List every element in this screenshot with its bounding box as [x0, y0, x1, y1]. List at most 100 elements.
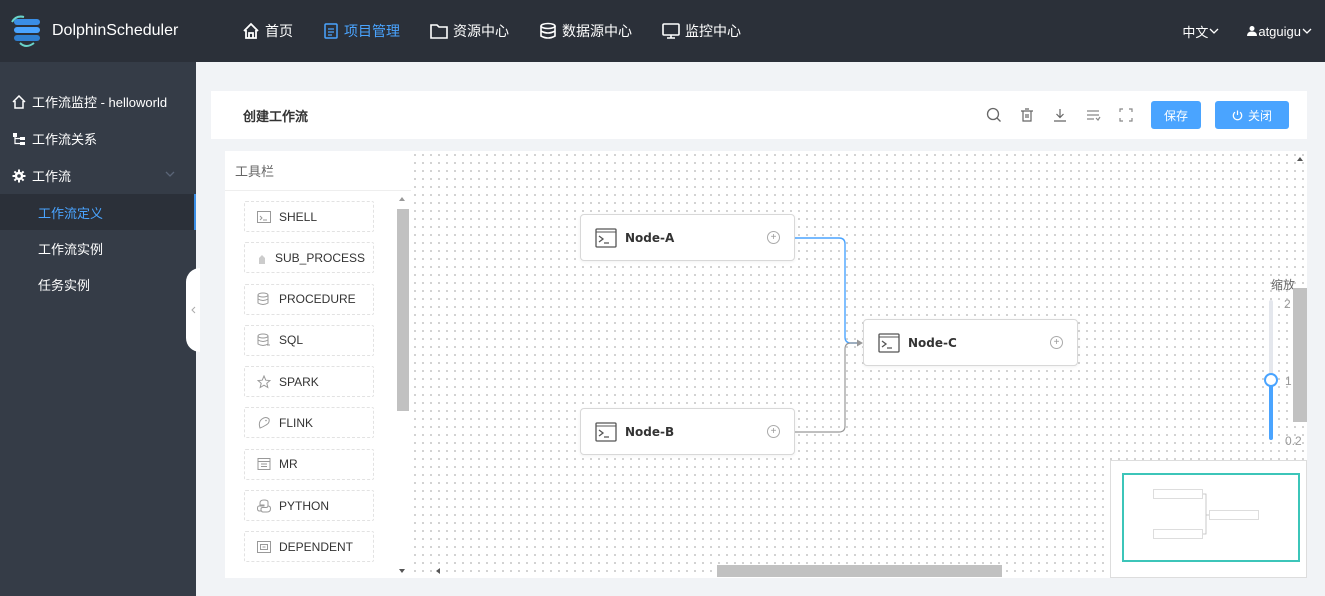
task-type-shell[interactable]: SHELL: [244, 201, 374, 232]
edge-node-a-to-node-c[interactable]: [795, 237, 857, 344]
minimap-node: [1209, 510, 1259, 520]
task-type-sql[interactable]: SQL: [244, 324, 374, 356]
task-type-dependent[interactable]: DEPENDENT: [244, 531, 374, 563]
chevron-down-icon: [1302, 28, 1312, 34]
page-title: 创建工作流: [243, 108, 309, 124]
minimap-node: [1153, 489, 1203, 499]
app-name: DolphinScheduler: [52, 22, 179, 39]
workflow-editor-header: 创建工作流 保存 关闭: [211, 91, 1307, 139]
nav-monitor-center[interactable]: 监控中心: [662, 21, 741, 41]
scroll-up-arrow[interactable]: [399, 197, 405, 201]
sidebar-item-workflow-monitor[interactable]: 工作流监控 - helloworld: [0, 83, 196, 120]
minimap-viewport[interactable]: [1122, 473, 1300, 562]
scrollbar-thumb[interactable]: [1293, 288, 1307, 422]
sidebar: 工作流监控 - helloworld 工作流关系 工作流 工作流定义 工作流实例…: [0, 62, 196, 596]
document-icon: [324, 23, 338, 39]
toolbar-scrollbar[interactable]: [396, 193, 409, 578]
spark-icon: [257, 374, 271, 389]
scrollbar-thumb[interactable]: [717, 565, 1002, 577]
fullscreen-icon: [1119, 108, 1133, 122]
folder-icon: [430, 24, 448, 39]
minimap-edges: [1203, 493, 1209, 535]
zoom-slider-track[interactable]: [1269, 300, 1273, 440]
terminal-icon: [878, 332, 900, 353]
sidebar-item-task-instance[interactable]: 任务实例: [38, 277, 91, 293]
dag-node-b[interactable]: Node-B +: [580, 408, 795, 455]
edge-node-b-to-node-c[interactable]: [795, 342, 857, 433]
terminal-icon: [257, 210, 271, 223]
task-type-sub-process[interactable]: SUB_PROCESS: [244, 242, 374, 274]
chevron-left-icon: [191, 306, 196, 314]
app-logo[interactable]: DolphinScheduler: [0, 0, 196, 62]
sidebar-item-workflow[interactable]: 工作流: [0, 157, 196, 194]
zoom-current-label: 1: [1285, 374, 1292, 388]
dag-minimap[interactable]: [1110, 460, 1307, 578]
power-icon: [1232, 110, 1243, 120]
save-button[interactable]: 保存: [1151, 101, 1201, 129]
task-type-flink[interactable]: FLINK: [244, 407, 374, 439]
chevron-down-icon: [1209, 28, 1219, 34]
sidebar-collapse-toggle[interactable]: [186, 268, 200, 352]
nav-project-management[interactable]: 项目管理: [323, 21, 400, 41]
nav-resource-center[interactable]: 资源中心: [430, 21, 509, 41]
scrollbar-thumb[interactable]: [397, 209, 409, 411]
canvas-horizontal-scrollbar[interactable]: [430, 563, 1100, 577]
zoom-slider-fill: [1269, 380, 1273, 440]
dag-node-c[interactable]: Node-C +: [863, 319, 1078, 366]
sidebar-item-workflow-relation[interactable]: 工作流关系: [0, 120, 196, 157]
dependent-icon: [257, 540, 271, 553]
task-type-mr[interactable]: MR: [244, 448, 374, 480]
format-layout-button[interactable]: [1085, 107, 1101, 123]
sql-icon: [257, 333, 270, 347]
search-icon: [986, 107, 1001, 122]
add-downstream-icon[interactable]: +: [767, 425, 780, 438]
delete-button[interactable]: [1019, 107, 1035, 123]
sidebar-item-workflow-definition[interactable]: 工作流定义: [0, 194, 196, 230]
mapreduce-icon: [257, 458, 271, 471]
edge-arrowhead: [857, 339, 863, 347]
task-type-python[interactable]: PYTHON: [244, 490, 374, 522]
home-icon: [243, 22, 259, 39]
scroll-down-arrow[interactable]: [399, 569, 405, 573]
task-type-list: SHELL SUB_PROCESS PROCEDURE SQL SPARK FL…: [244, 201, 374, 573]
zoom-slider-handle[interactable]: [1264, 373, 1278, 387]
task-toolbar-panel: 工具栏 SHELL SUB_PROCESS PROCEDURE SQL SPAR…: [225, 151, 411, 578]
fullscreen-button[interactable]: [1118, 107, 1134, 123]
trash-icon: [1021, 108, 1033, 122]
language-selector[interactable]: 中文: [1182, 22, 1220, 41]
flink-icon: [258, 416, 270, 429]
sub-process-icon: [259, 251, 265, 264]
terminal-icon: [595, 227, 617, 248]
gear-icon: [12, 169, 26, 182]
nav-home[interactable]: 首页: [242, 21, 293, 41]
add-downstream-icon[interactable]: +: [1050, 336, 1063, 349]
hierarchy-icon: [13, 132, 25, 145]
chevron-down-icon: [165, 171, 175, 177]
download-icon: [1054, 109, 1066, 122]
close-button[interactable]: 关闭: [1215, 101, 1289, 129]
zoom-max-label: 2: [1284, 297, 1291, 311]
canvas-vertical-scrollbar[interactable]: [1293, 151, 1307, 431]
nav-datasource-center[interactable]: 数据源中心: [539, 21, 632, 41]
home-icon: [12, 94, 26, 109]
task-type-procedure[interactable]: PROCEDURE: [244, 283, 374, 315]
zoom-label: 缩放: [1271, 278, 1296, 292]
top-right-controls: 中文 atguigu: [1156, 0, 1313, 62]
toolbar-title: 工具栏: [225, 151, 411, 191]
sidebar-item-workflow-instance[interactable]: 工作流实例: [38, 241, 104, 257]
scroll-up-arrow[interactable]: [1297, 157, 1303, 161]
dag-edges: [795, 237, 863, 433]
dolphin-logo-icon: [11, 15, 40, 47]
minimap-node: [1153, 529, 1203, 539]
task-type-spark[interactable]: SPARK: [244, 366, 374, 398]
dag-node-a[interactable]: Node-A +: [580, 214, 795, 261]
scroll-left-arrow[interactable]: [436, 568, 440, 574]
procedure-icon: [257, 292, 269, 306]
top-navigation-bar: DolphinScheduler 首页 项目管理 资源中心 数据源中心 监控中心…: [0, 0, 1325, 62]
user-menu[interactable]: atguigu: [1246, 24, 1313, 39]
database-icon: [540, 22, 556, 39]
add-downstream-icon[interactable]: +: [767, 231, 780, 244]
download-button[interactable]: [1052, 107, 1068, 123]
user-icon: [1247, 26, 1258, 36]
search-button[interactable]: [986, 107, 1002, 123]
